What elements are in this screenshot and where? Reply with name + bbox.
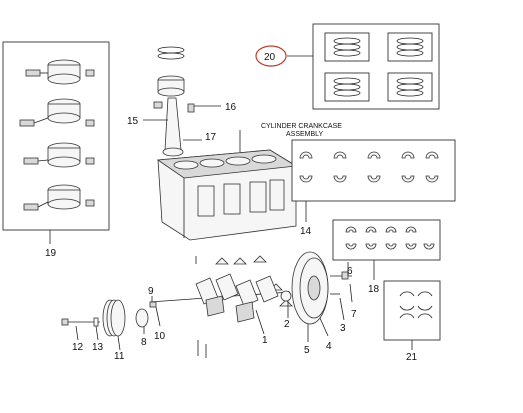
assembly-label-line2: ASSEMBLY bbox=[286, 131, 324, 138]
flywheel: 5 4 bbox=[291, 251, 332, 356]
lower-dowels bbox=[195, 256, 207, 358]
ring-set-panel: 20 bbox=[255, 23, 440, 110]
conrod-bearing-row-2 bbox=[345, 243, 435, 250]
ring-set-4 bbox=[396, 77, 424, 97]
pulley-bolt-washer: 12 13 bbox=[61, 317, 104, 353]
callout-14: 14 bbox=[300, 226, 312, 237]
callout-20-highlight-circle bbox=[255, 45, 287, 67]
bearing-shells-row-2 bbox=[299, 175, 439, 183]
piston-assembly-4 bbox=[23, 184, 95, 211]
crankshaft-pulley: 11 bbox=[102, 299, 126, 362]
woodruff-key: 9 10 bbox=[148, 286, 166, 342]
callout-21: 21 bbox=[406, 352, 418, 363]
callout-7: 7 bbox=[351, 309, 357, 320]
callout-2: 2 bbox=[284, 319, 290, 330]
callout-8: 8 bbox=[141, 337, 147, 348]
piston-assembly-2 bbox=[19, 98, 95, 127]
callout-5: 5 bbox=[304, 345, 310, 356]
callout-18: 18 bbox=[368, 284, 380, 295]
thrust-washer-panel: 21 bbox=[383, 280, 441, 363]
piston-connecting-rod: 16 15 17 bbox=[127, 46, 237, 157]
callout-20: 20 bbox=[264, 52, 276, 63]
flywheel-bolts: 6 3 7 bbox=[330, 262, 357, 334]
callout-17: 17 bbox=[205, 132, 217, 143]
assembly-label-line1: CYLINDER CRANKCASE bbox=[261, 123, 342, 130]
timing-sprocket: 8 bbox=[135, 308, 149, 348]
conrod-bearing-panel: 18 bbox=[332, 219, 441, 295]
callout-19: 19 bbox=[45, 248, 57, 259]
piston-assembly-1 bbox=[25, 59, 95, 85]
bearing-shells-row-1 bbox=[299, 151, 439, 159]
pilot-bearing: 2 bbox=[280, 290, 292, 330]
callout-10: 10 bbox=[154, 331, 166, 342]
callout-11: 11 bbox=[114, 351, 125, 362]
callout-13: 13 bbox=[92, 342, 104, 353]
callout-16: 16 bbox=[225, 102, 237, 113]
callout-4: 4 bbox=[326, 341, 332, 352]
callout-3: 3 bbox=[340, 323, 346, 334]
ring-set-1 bbox=[333, 37, 361, 57]
callout-12: 12 bbox=[72, 342, 84, 353]
ring-set-2 bbox=[396, 37, 424, 57]
callout-9: 9 bbox=[148, 286, 154, 297]
conrod-bearing-row-1 bbox=[345, 226, 417, 233]
callout-15: 15 bbox=[127, 116, 139, 127]
main-bearing-panel: 14 bbox=[291, 139, 456, 237]
callout-1: 1 bbox=[262, 335, 268, 346]
piston-set-panel: 19 bbox=[2, 41, 110, 259]
piston-assembly-3 bbox=[23, 142, 95, 168]
callout-6: 6 bbox=[347, 266, 353, 277]
crankshaft: 1 bbox=[149, 273, 291, 346]
ring-set-3 bbox=[333, 77, 361, 97]
